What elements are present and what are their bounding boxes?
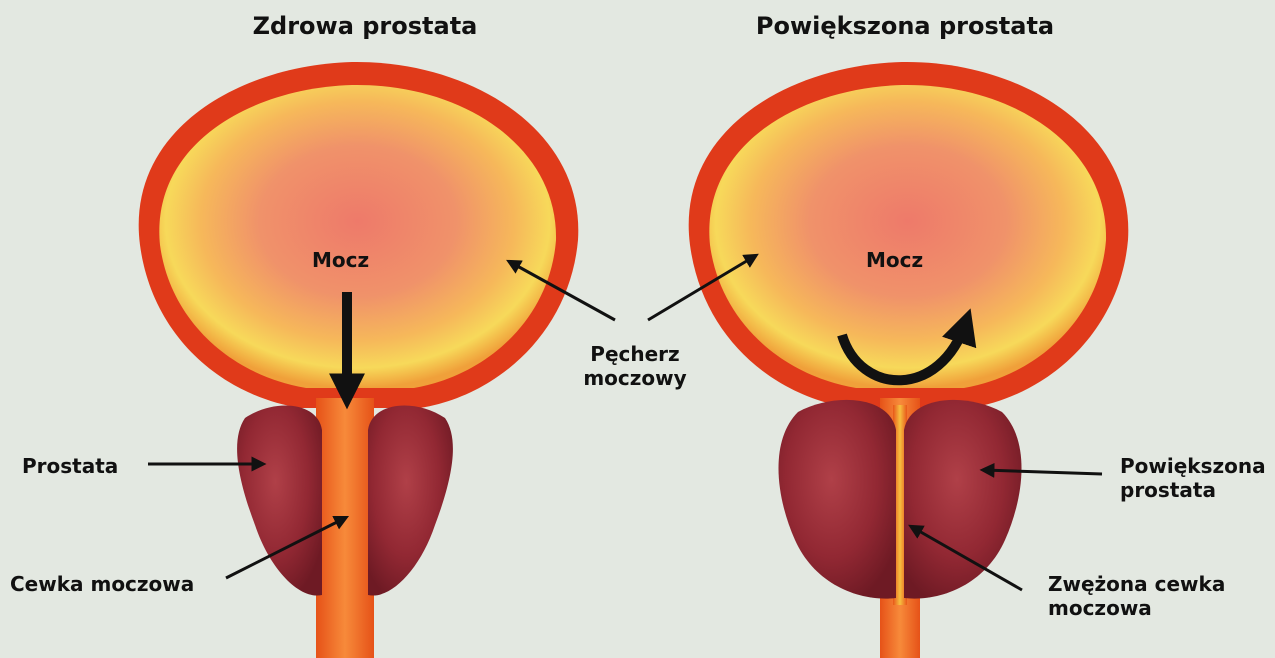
healthy-bladder: [139, 62, 579, 408]
urethra-label: Cewka moczowa: [10, 572, 194, 596]
bladder-label: Pęcherz moczowy: [560, 342, 710, 390]
enlarged-prostate-line1: Powiększona: [1120, 454, 1266, 478]
narrowed-urethra-line2: moczowa: [1048, 596, 1225, 620]
bladder-label-line1: Pęcherz: [560, 342, 710, 366]
enlarged-prostate-label: Powiększona prostata: [1120, 454, 1266, 502]
enlarged-title: Powiększona prostata: [730, 12, 1080, 41]
bladder-label-line2: moczowy: [560, 366, 710, 390]
prostate-label: Prostata: [22, 454, 118, 478]
enlarged-prostate-line2: prostata: [1120, 478, 1266, 502]
healthy-title: Zdrowa prostata: [190, 12, 540, 41]
urine-label-left: Mocz: [312, 248, 369, 272]
narrowed-urethra-line1: Zwężona cewka: [1048, 572, 1225, 596]
urine-label-right: Mocz: [866, 248, 923, 272]
narrowed-urethra-label: Zwężona cewka moczowa: [1048, 572, 1225, 620]
enlarged-bladder: [689, 62, 1129, 408]
